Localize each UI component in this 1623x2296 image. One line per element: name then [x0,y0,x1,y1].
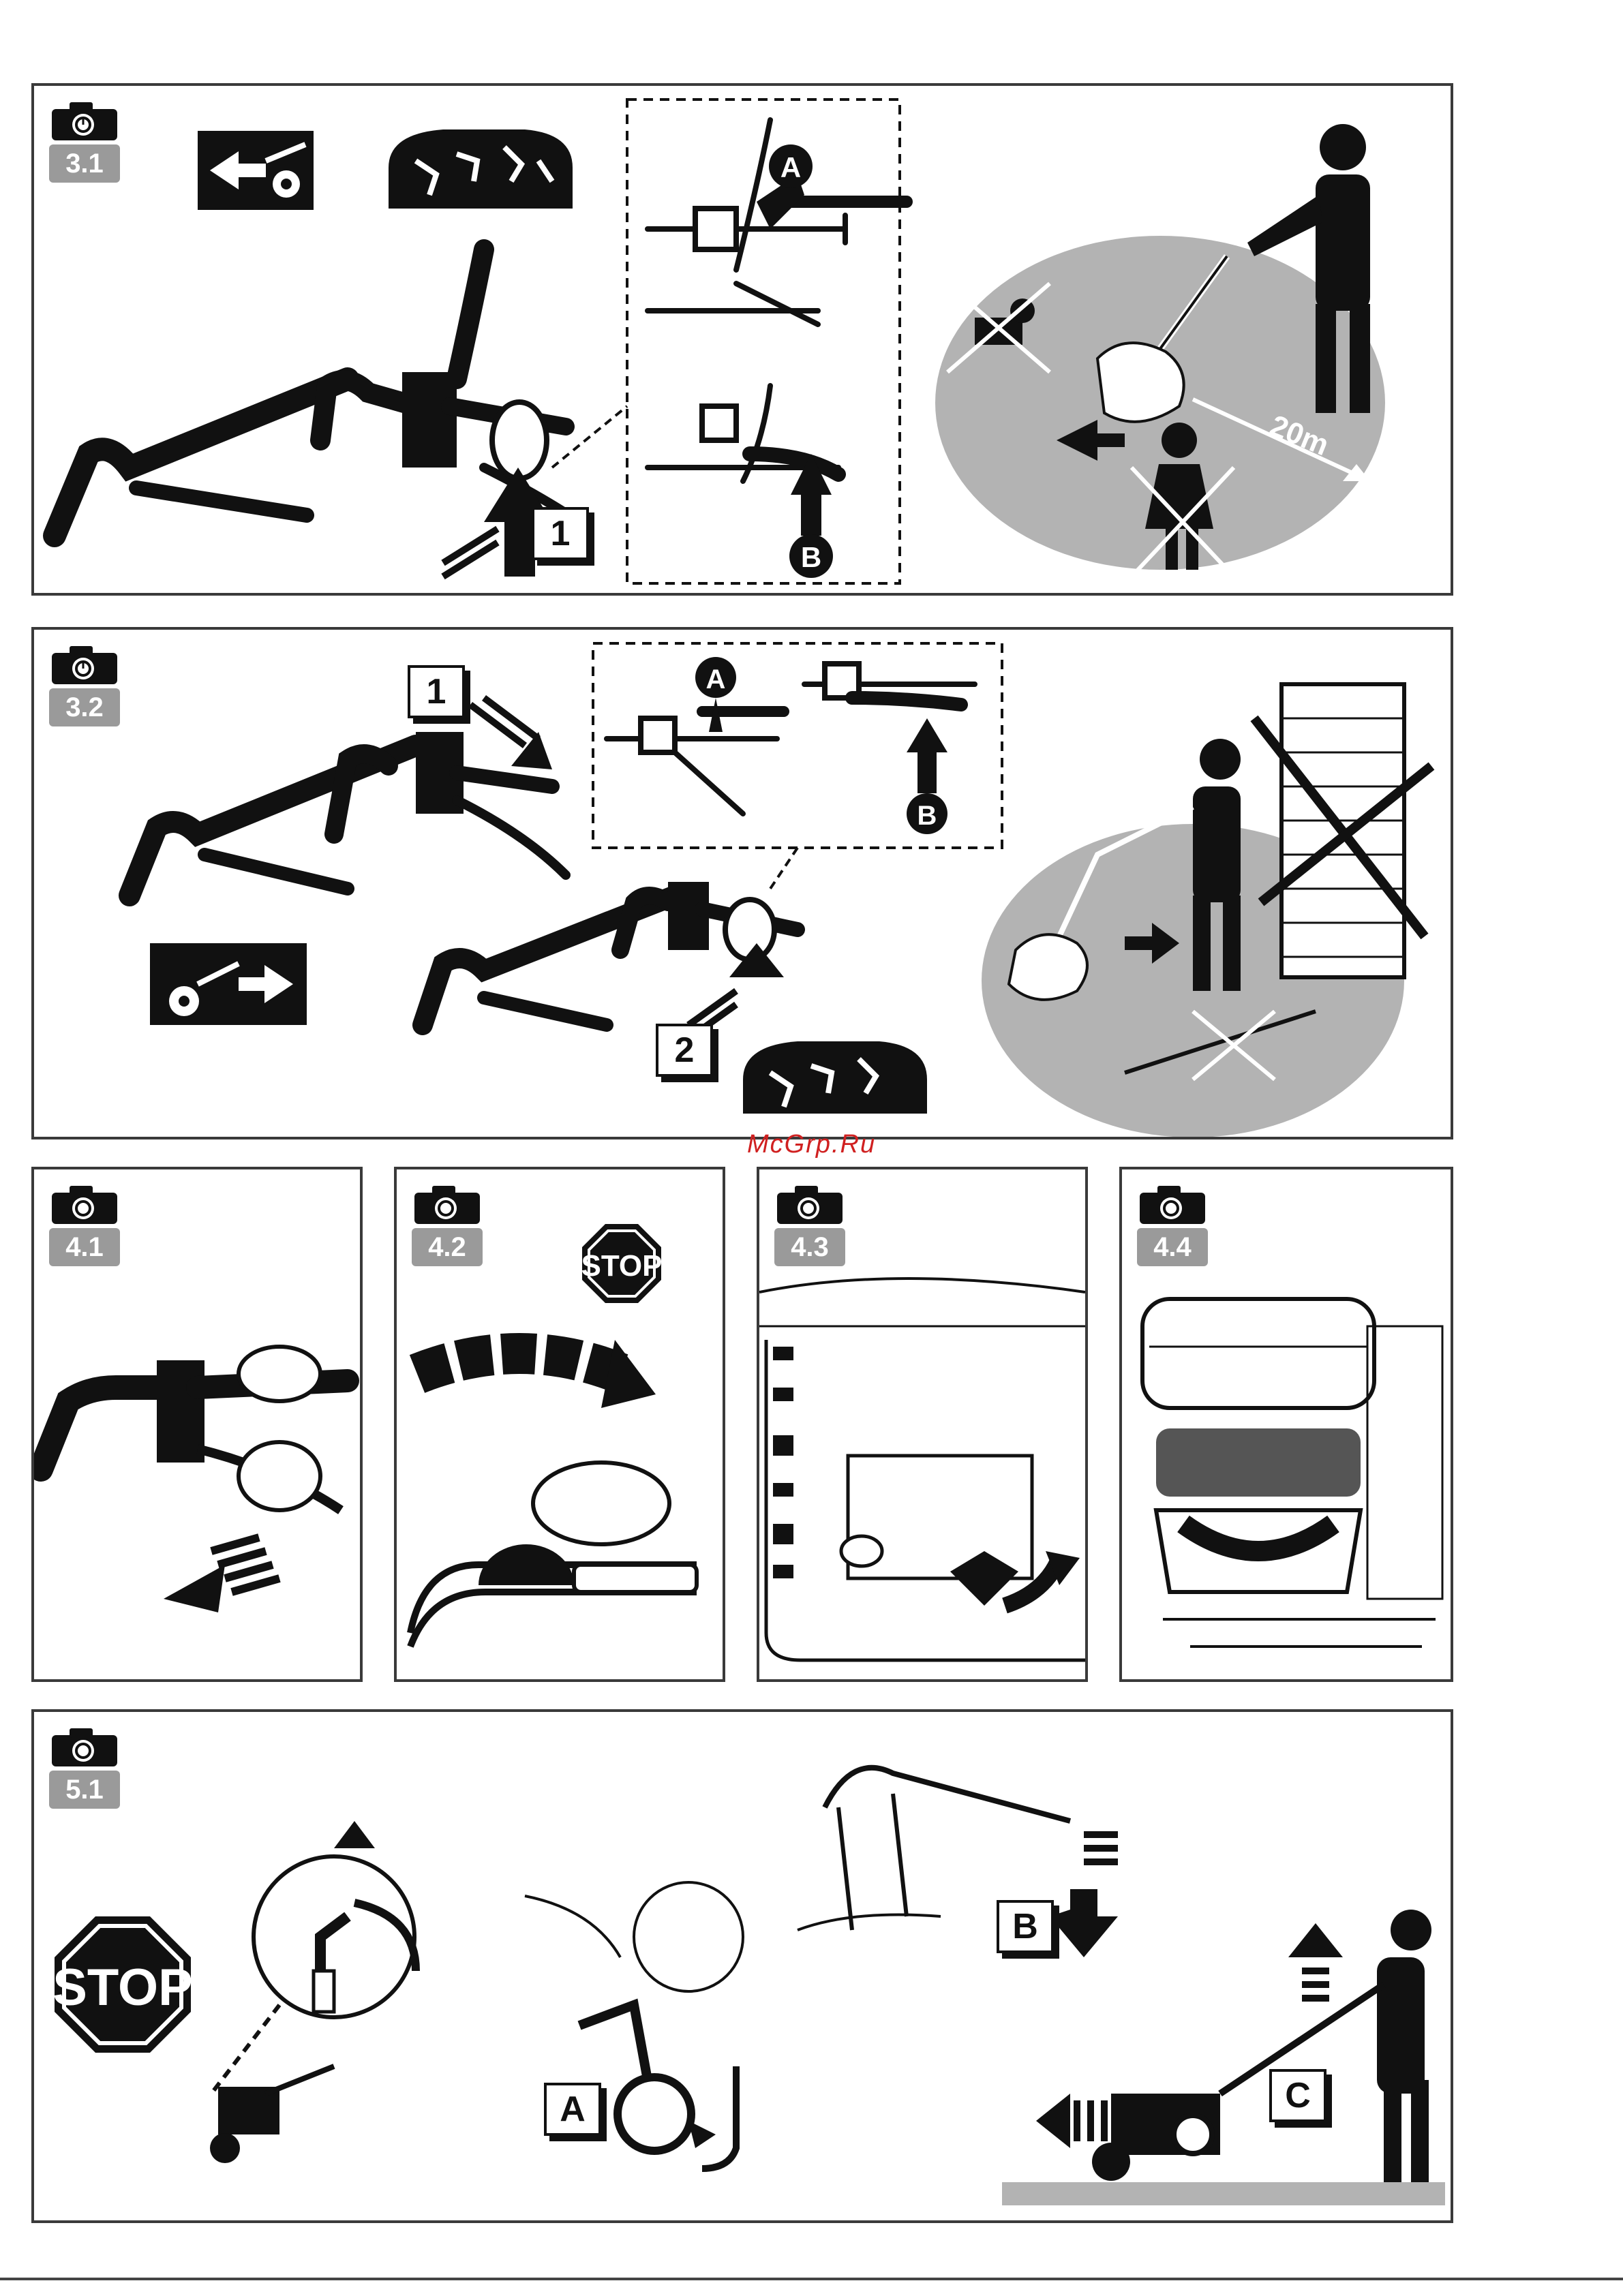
svg-text:B: B [801,541,821,573]
ground-strip [1002,2182,1445,2205]
tines-icon [389,129,573,209]
step-2-label: 2 [656,1024,713,1077]
panel-3-2-illustration: A B [34,630,1451,1137]
stop-sign-icon: STOP [52,1916,193,2053]
step-1-label: 1 [532,507,589,560]
panel-4-3-illustration [759,1169,1085,1679]
panel-4-2: 4.2 STOP [394,1167,725,1682]
svg-text:B: B [917,801,937,831]
watermark: McGrp.Ru [747,1130,876,1159]
forward-gear-icon [150,943,307,1025]
panel-4-1-illustration [34,1169,360,1679]
step-1-label: 1 [408,665,465,718]
svg-text:STOP: STOP [581,1249,662,1283]
label-b: B [997,1900,1054,1953]
stop-sign-icon: STOP [581,1224,662,1303]
panel-5-1-illustration: STOP [34,1712,1451,2220]
svg-text:A: A [706,664,726,694]
panel-3-1: 3.1 [31,83,1453,596]
svg-text:STOP: STOP [52,1959,193,2017]
label-a: A [544,2083,601,2136]
reverse-gear-icon [198,131,314,210]
panel-3-1-illustration: A B 20m [34,86,1451,593]
page-bottom-rule [0,2278,1623,2280]
panel-4-4-illustration [1122,1169,1451,1679]
panel-4-3: 4.3 [757,1167,1088,1682]
tines-icon [743,1041,927,1114]
panel-4-4: 4.4 [1119,1167,1453,1682]
label-c: C [1269,2069,1326,2122]
handlebar-drawing [55,249,579,536]
svg-text:A: A [780,151,801,183]
panel-5-1: 5.1 STOP [31,1709,1453,2223]
panel-4-2-illustration: STOP [397,1169,723,1679]
panel-4-1: 4.1 [31,1167,363,1682]
panel-3-2: 3.2 [31,627,1453,1139]
